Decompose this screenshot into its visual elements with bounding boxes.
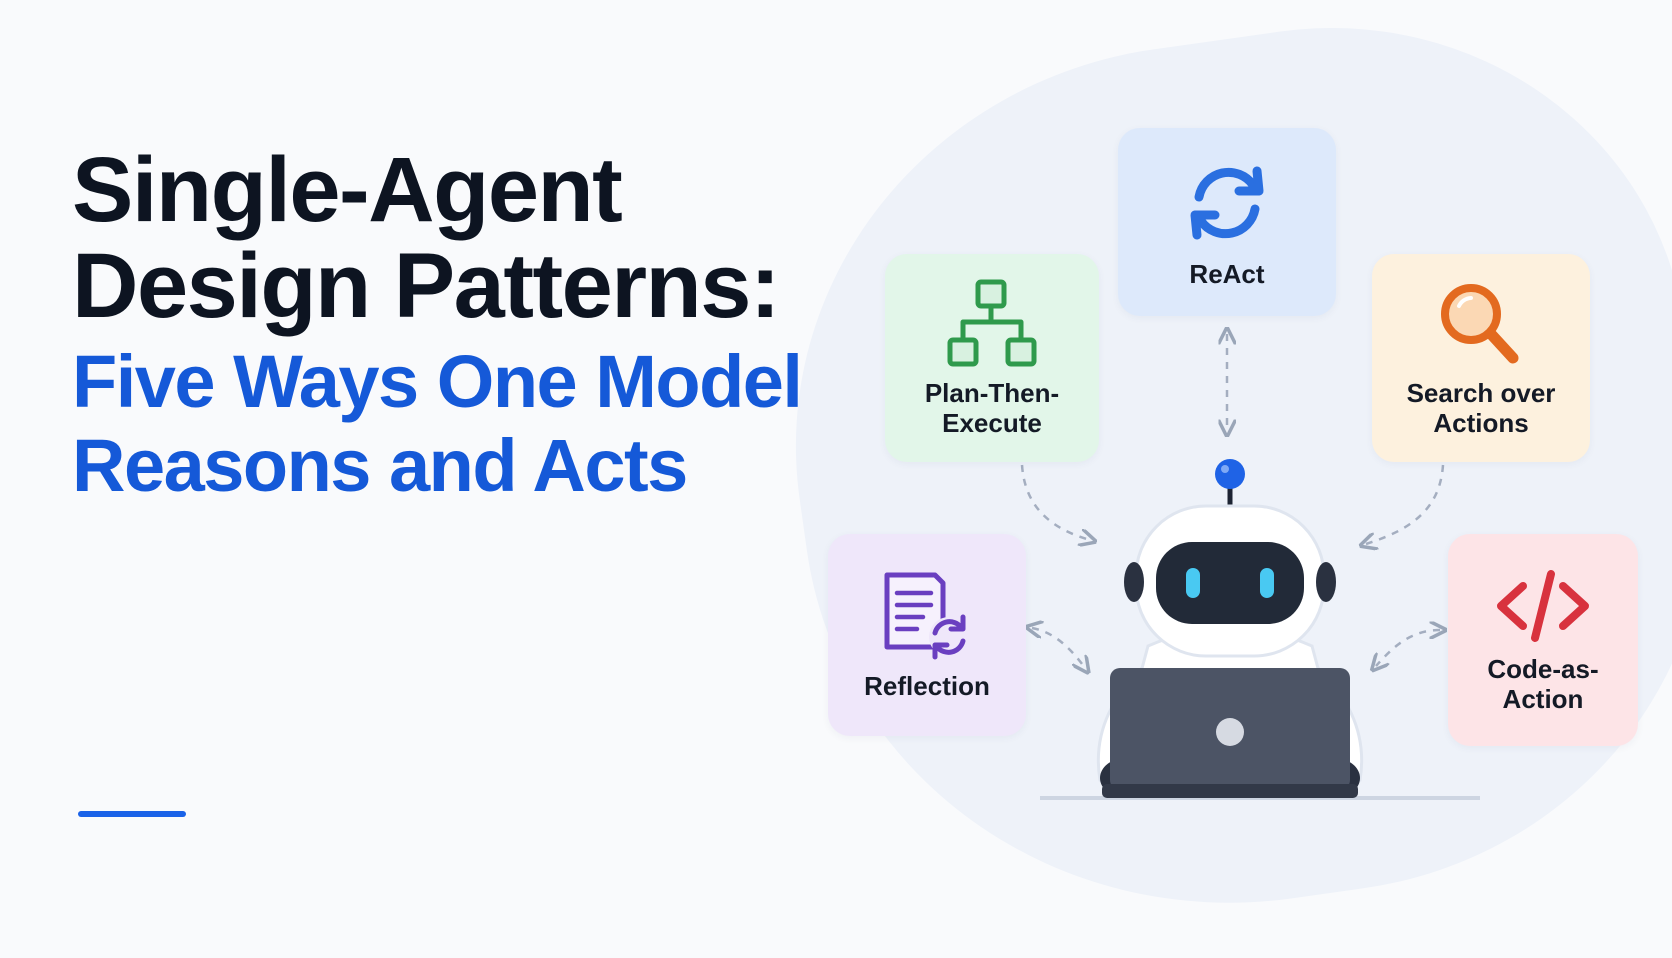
robot-eye-left (1186, 568, 1200, 598)
accent-underline (78, 811, 186, 817)
title-line-1: Single-Agent (72, 139, 623, 241)
magnifier-icon (1441, 284, 1519, 364)
robot-visor (1156, 542, 1304, 624)
pattern-card-reflection: Reflection (828, 534, 1026, 736)
pattern-card-code-as-action: Code-as- Action (1448, 534, 1638, 746)
antenna-light (1215, 459, 1245, 489)
pattern-label-react: ReAct (1189, 259, 1265, 289)
hierarchy-tree-icon (947, 279, 1037, 367)
refresh-cycle-icon (1190, 166, 1264, 240)
pattern-label-plan-then-execute: Plan-Then- Execute (924, 378, 1060, 438)
pattern-label-search-over-actions: Search over Actions (1406, 378, 1556, 438)
laptop-base (1102, 784, 1358, 798)
pattern-label-code-as-action: Code-as- Action (1487, 654, 1599, 714)
subtitle-line-2: Reasons and Acts (72, 424, 688, 507)
page-title: Single-Agent Design Patterns: Five Ways … (72, 142, 872, 508)
pattern-label-reflection: Reflection (864, 671, 990, 701)
robot-illustration (1040, 459, 1480, 800)
pattern-card-react: ReAct (1118, 128, 1336, 316)
pattern-card-plan-then-execute: Plan-Then- Execute (885, 254, 1099, 462)
subtitle-line-1: Five Ways One Model (72, 340, 803, 423)
arrow-search (1366, 464, 1445, 544)
arrow-reflection (1032, 628, 1085, 668)
arrow-plan (1020, 464, 1090, 540)
code-brackets-icon (1497, 570, 1589, 642)
robot-eye-right (1260, 568, 1274, 598)
pattern-card-search-over-actions: Search over Actions (1372, 254, 1590, 462)
laptop-logo (1216, 718, 1244, 746)
title-line-2: Design Patterns: (72, 235, 781, 337)
document-refresh-icon (884, 572, 969, 660)
